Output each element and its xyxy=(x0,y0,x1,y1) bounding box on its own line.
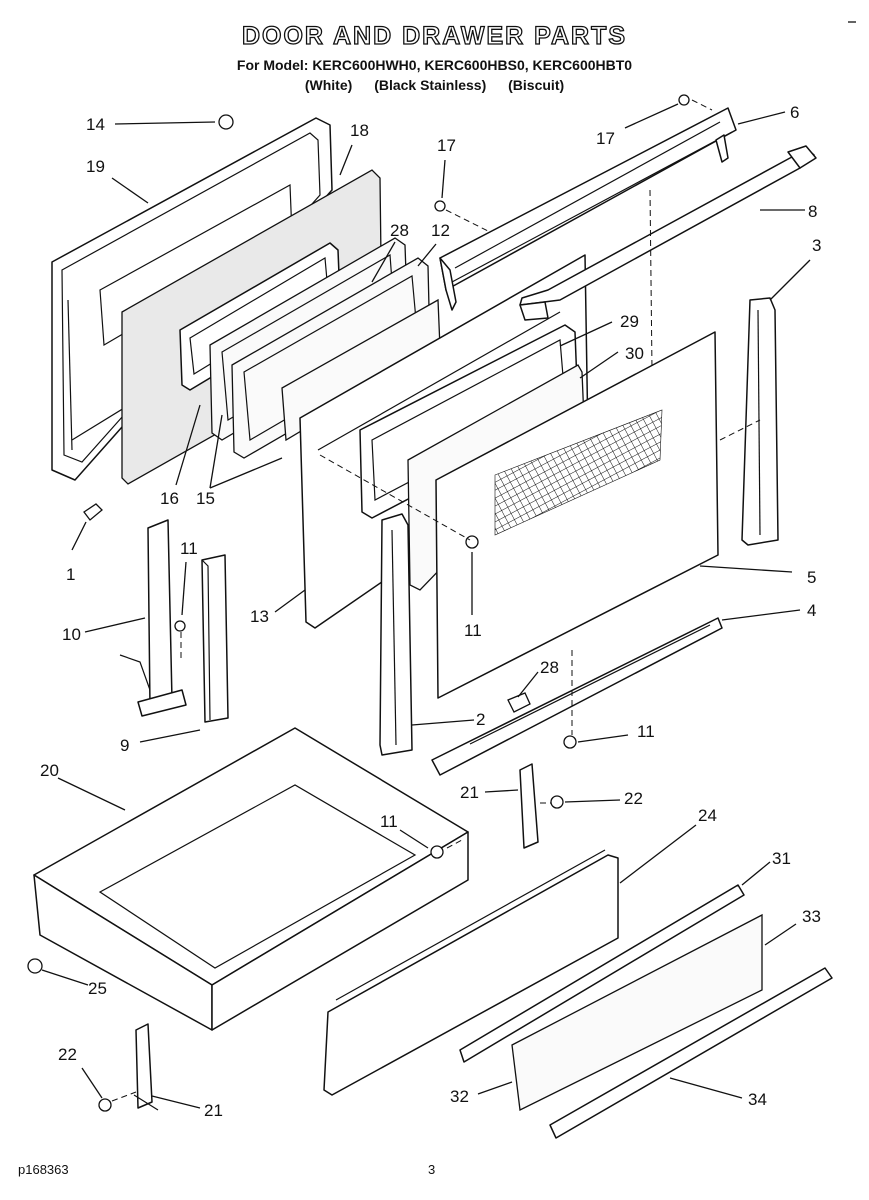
assembly-lines xyxy=(111,99,761,1102)
part-label-9: 9 xyxy=(120,736,130,755)
part-label-15: 15 xyxy=(196,489,215,508)
part-label-2: 2 xyxy=(476,710,486,729)
part-label-21: 21 xyxy=(460,783,479,802)
part-label-19: 19 xyxy=(86,157,105,176)
clip-1 xyxy=(83,503,103,521)
clip-14 xyxy=(218,114,234,130)
page-number: 3 xyxy=(428,1162,436,1177)
drawer-slide-bracket-lower xyxy=(133,1023,159,1111)
side-trim-strip xyxy=(741,297,779,546)
screw-11d xyxy=(430,845,444,859)
part-label-25: 25 xyxy=(88,979,107,998)
part-label-21: 21 xyxy=(204,1101,223,1120)
part-label-33: 33 xyxy=(802,907,821,926)
drawer-trim-strip-lower xyxy=(549,967,833,1139)
color-white: (White) xyxy=(304,77,353,93)
part-label-28: 28 xyxy=(390,221,409,240)
drawer-trim-strip-upper xyxy=(459,884,745,1063)
color-biscuit: (Biscuit) xyxy=(508,77,565,93)
bumper-25 xyxy=(27,958,43,974)
part-label-6: 6 xyxy=(790,103,800,122)
hinge-bracket xyxy=(119,519,187,717)
part-label-29: 29 xyxy=(620,312,639,331)
part-label-31: 31 xyxy=(772,849,791,868)
screw-22b xyxy=(98,1098,112,1112)
part-label-16: 16 xyxy=(160,489,179,508)
screw-17a xyxy=(434,200,446,212)
screw-17b xyxy=(678,94,690,106)
part-label-8: 8 xyxy=(808,202,818,221)
part-label-22: 22 xyxy=(58,1045,77,1064)
outer-door-panel xyxy=(435,331,719,699)
drawer-slide-bracket-upper xyxy=(519,763,539,849)
screw-22a xyxy=(550,795,564,809)
part-label-24: 24 xyxy=(698,806,717,825)
part-label-17: 17 xyxy=(596,129,615,148)
screw-11b xyxy=(465,535,479,549)
drawer-side-block xyxy=(201,554,229,723)
part-label-14: 14 xyxy=(86,115,105,134)
part-label-12: 12 xyxy=(431,221,450,240)
part-label-22: 22 xyxy=(624,789,643,808)
lower-door-bracket xyxy=(431,617,723,776)
part-label-3: 3 xyxy=(812,236,822,255)
part-label-11: 11 xyxy=(464,621,482,640)
page-title: DOOR AND DRAWER PARTS xyxy=(241,21,628,50)
screw-11a xyxy=(174,620,186,632)
color-list: (White) (Black Stainless) (Biscuit) xyxy=(0,77,869,93)
screw-11c xyxy=(563,735,577,749)
storage-drawer xyxy=(33,727,469,1031)
part-label-20: 20 xyxy=(40,761,59,780)
part-label-13: 13 xyxy=(250,607,269,626)
part-label-30: 30 xyxy=(625,344,644,363)
leader-lines xyxy=(41,103,811,1109)
part-label-11: 11 xyxy=(180,539,198,558)
drawer-panel-insert xyxy=(511,913,763,1111)
part-label-18: 18 xyxy=(350,121,369,140)
part-label-1: 1 xyxy=(66,565,76,584)
part-label-32: 32 xyxy=(450,1087,469,1106)
color-black-stainless: (Black Stainless) xyxy=(374,77,487,93)
document-code: p168363 xyxy=(18,1162,69,1177)
door-handle xyxy=(519,145,817,321)
part-label-5: 5 xyxy=(807,568,817,587)
part-label-10: 10 xyxy=(62,625,81,644)
part-label-11: 11 xyxy=(637,722,655,741)
left-side-trim-strip xyxy=(379,513,413,756)
door-vent-trim xyxy=(439,107,737,311)
part-label-17: 17 xyxy=(437,136,456,155)
part-label-11: 11 xyxy=(380,812,398,831)
part-label-4: 4 xyxy=(807,601,817,620)
part-label-34: 34 xyxy=(748,1090,767,1109)
model-list: For Model: KERC600HWH0, KERC600HBS0, KER… xyxy=(236,57,633,73)
part-label-28: 28 xyxy=(540,658,559,677)
drawer-front-panel xyxy=(323,849,619,1096)
